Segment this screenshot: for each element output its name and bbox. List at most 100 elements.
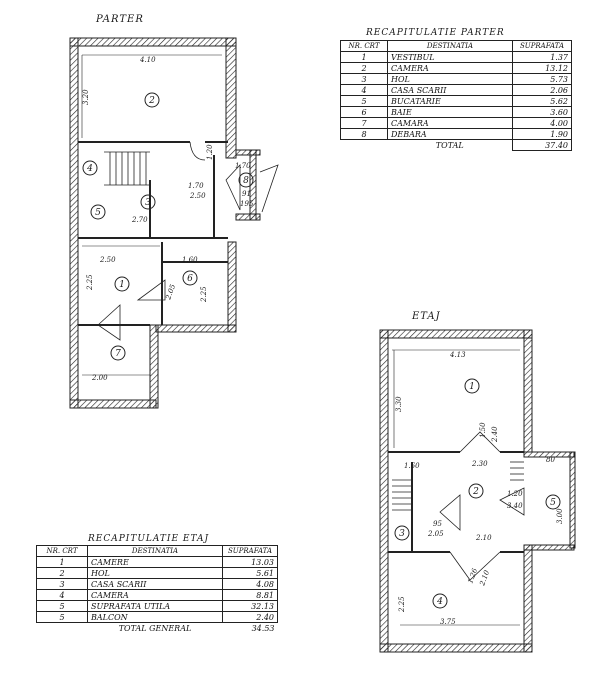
etaj-recap-cell-dest: SUPRAFATA UTILA [87, 600, 223, 612]
svg-text:1.26: 1.26 [466, 567, 479, 585]
parter-recap-cell-sup: 3.60 [512, 106, 572, 118]
svg-text:2.70: 2.70 [131, 216, 148, 224]
svg-text:1.20: 1.20 [507, 490, 523, 498]
svg-text:2.10: 2.10 [478, 569, 491, 588]
parter-walls [69, 37, 261, 409]
parter-recap-cell-sup: 1.37 [512, 51, 572, 63]
parter-room-1: 1 [119, 280, 125, 290]
svg-text:3.30: 3.30 [395, 396, 403, 412]
svg-text:1.70: 1.70 [235, 162, 251, 170]
parter-room-5: 5 [95, 208, 101, 218]
etaj-title: ETAJ [412, 311, 441, 322]
parter-recap-cell-sup: 2.06 [512, 84, 572, 96]
parter-recap-cell-sup: 13.12 [512, 62, 572, 74]
etaj-recap-cell-nr: 3 [36, 578, 88, 590]
svg-text:2.25: 2.25 [86, 274, 94, 291]
svg-text:4.10: 4.10 [139, 56, 156, 64]
parter-recap-cell-dest: HOL [387, 73, 513, 85]
etaj-recap-cell-nr: 2 [36, 567, 88, 579]
etaj-recap-title: RECAPITULATIE ETAJ [88, 534, 210, 544]
etaj-dimensions: 4.13 3.30 1.60 2.30 80 1.50 2.40 1.20 3.… [392, 349, 564, 626]
svg-text:2.05: 2.05 [164, 283, 177, 302]
svg-text:2.40: 2.40 [491, 426, 499, 443]
svg-text:3.75: 3.75 [440, 618, 456, 626]
etaj-stairs [392, 461, 524, 511]
parter-room-8: 8 [243, 176, 249, 186]
etaj-recap-cell-sup: 8.81 [222, 589, 278, 601]
svg-text:1.20: 1.20 [206, 144, 214, 160]
parter-room-6: 6 [187, 274, 193, 284]
etaj-door-swings [439, 431, 525, 581]
parter-recap-cell-nr: 1 [340, 51, 388, 63]
etaj-recap-cell-sup: 32.13 [222, 600, 278, 612]
etaj-room-5: 5 [550, 498, 556, 508]
parter-recap-cell-sup: 5.62 [512, 95, 572, 107]
svg-text:2.50: 2.50 [99, 256, 116, 264]
svg-text:1.50: 1.50 [479, 422, 487, 438]
parter-title: PARTER [96, 14, 144, 25]
parter-recap-cell-nr: 8 [340, 128, 388, 140]
svg-text:1.60: 1.60 [182, 256, 198, 264]
parter-recap-cell-sup: 1.90 [512, 128, 572, 140]
parter-recap-cell-dest: CAMARA [387, 117, 513, 129]
svg-text:195: 195 [240, 200, 254, 208]
etaj-recap-cell-dest: BALCON [87, 611, 223, 623]
etaj-room-markers [394, 378, 561, 609]
parter-recap-cell-nr: 4 [340, 84, 388, 96]
svg-text:2.30: 2.30 [471, 460, 488, 468]
etaj-recap-cell-nr: 5 [36, 600, 88, 612]
etaj-recap-total-row: TOTAL GENERAL 34.53 [118, 623, 275, 633]
parter-room-2: 2 [148, 96, 155, 106]
parter-recap-cell-dest: CASA SCARII [387, 84, 513, 96]
etaj-recap-header-row: NR. CRT DESTINATIA SUPRAFATA [36, 545, 278, 557]
etaj-recap-cell-dest: CASA SCARII [87, 578, 223, 590]
parter-recap-cell-nr: 6 [340, 106, 388, 118]
svg-text:95: 95 [433, 520, 442, 528]
parter-recap-cell-dest: DEBARA [387, 128, 513, 140]
svg-text:1.70: 1.70 [188, 182, 204, 190]
etaj-recap-cell-sup: 2.40 [222, 611, 278, 623]
svg-text:3.40: 3.40 [507, 502, 523, 510]
parter-dimensions: 4.10 3.20 2.50 2.70 2.00 1.60 2.25 2.25 … [81, 54, 254, 382]
parter-room-markers [82, 92, 254, 361]
svg-text:80: 80 [546, 456, 555, 464]
etaj-recap-cell-sup: 13.03 [222, 556, 278, 568]
etaj-recap-cell-dest: CAMERE [87, 556, 223, 568]
etaj-room-4: 4 [436, 597, 443, 607]
parter-recap-cell-nr: 3 [340, 73, 388, 85]
parter-room-3: 3 [145, 198, 151, 208]
parter-recap-cell-nr: 7 [340, 117, 388, 129]
etaj-recap-cell-nr: 5 [36, 611, 88, 623]
svg-text:2.25: 2.25 [200, 286, 208, 303]
etaj-room-2: 2 [472, 487, 479, 497]
parter-room-7: 7 [115, 349, 121, 359]
parter-recap-cell-dest: BAIE [387, 106, 513, 118]
etaj-interior-walls [388, 451, 524, 553]
parter-recap-cell-nr: 2 [340, 62, 388, 74]
parter-recap-cell-sup: 4.00 [512, 117, 572, 129]
etaj-recap-cell-nr: 1 [36, 556, 88, 568]
parter-recap-cell-sup: 5.73 [512, 73, 572, 85]
svg-text:2.10: 2.10 [475, 534, 492, 542]
svg-text:2.05: 2.05 [427, 530, 444, 538]
parter-stairs [104, 151, 150, 186]
svg-text:4.13: 4.13 [449, 351, 466, 359]
svg-text:2.00: 2.00 [91, 374, 108, 382]
